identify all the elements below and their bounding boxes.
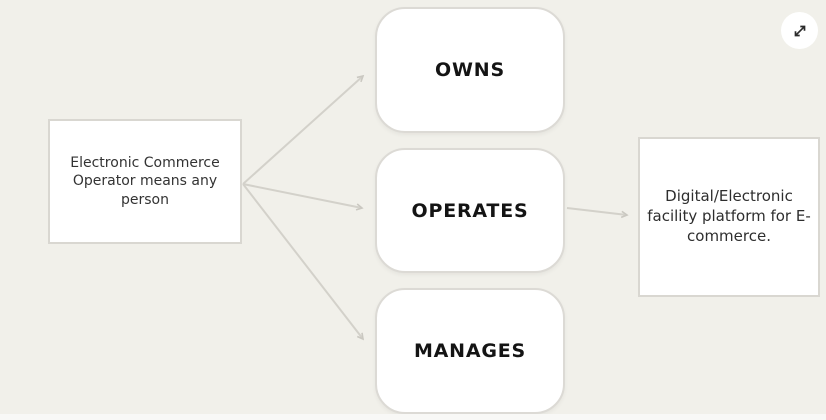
node-owns[interactable]: OWNS bbox=[375, 7, 565, 133]
node-operates-label: OPERATES bbox=[411, 199, 529, 222]
node-owns-label: OWNS bbox=[435, 59, 505, 81]
expand-button[interactable] bbox=[781, 12, 818, 49]
bottom-strip bbox=[0, 414, 826, 420]
node-source-label: Electronic Commerce Operator means any p… bbox=[70, 154, 220, 208]
node-operates[interactable]: OPERATES bbox=[375, 148, 565, 273]
expand-diagonal-icon bbox=[794, 25, 805, 36]
node-result-label: Digital/Electronic facility platform for… bbox=[647, 187, 811, 245]
node-manages[interactable]: MANAGES bbox=[375, 288, 565, 414]
arrow-source-to-manages bbox=[242, 183, 365, 341]
node-manages-label: MANAGES bbox=[413, 340, 527, 362]
arrow-source-to-operates bbox=[242, 183, 364, 211]
arrow-source-to-owns bbox=[242, 74, 365, 185]
node-source[interactable]: Electronic Commerce Operator means any p… bbox=[48, 119, 242, 244]
node-result[interactable]: Digital/Electronic facility platform for… bbox=[638, 137, 820, 297]
arrow-operates-to-result bbox=[566, 207, 629, 219]
